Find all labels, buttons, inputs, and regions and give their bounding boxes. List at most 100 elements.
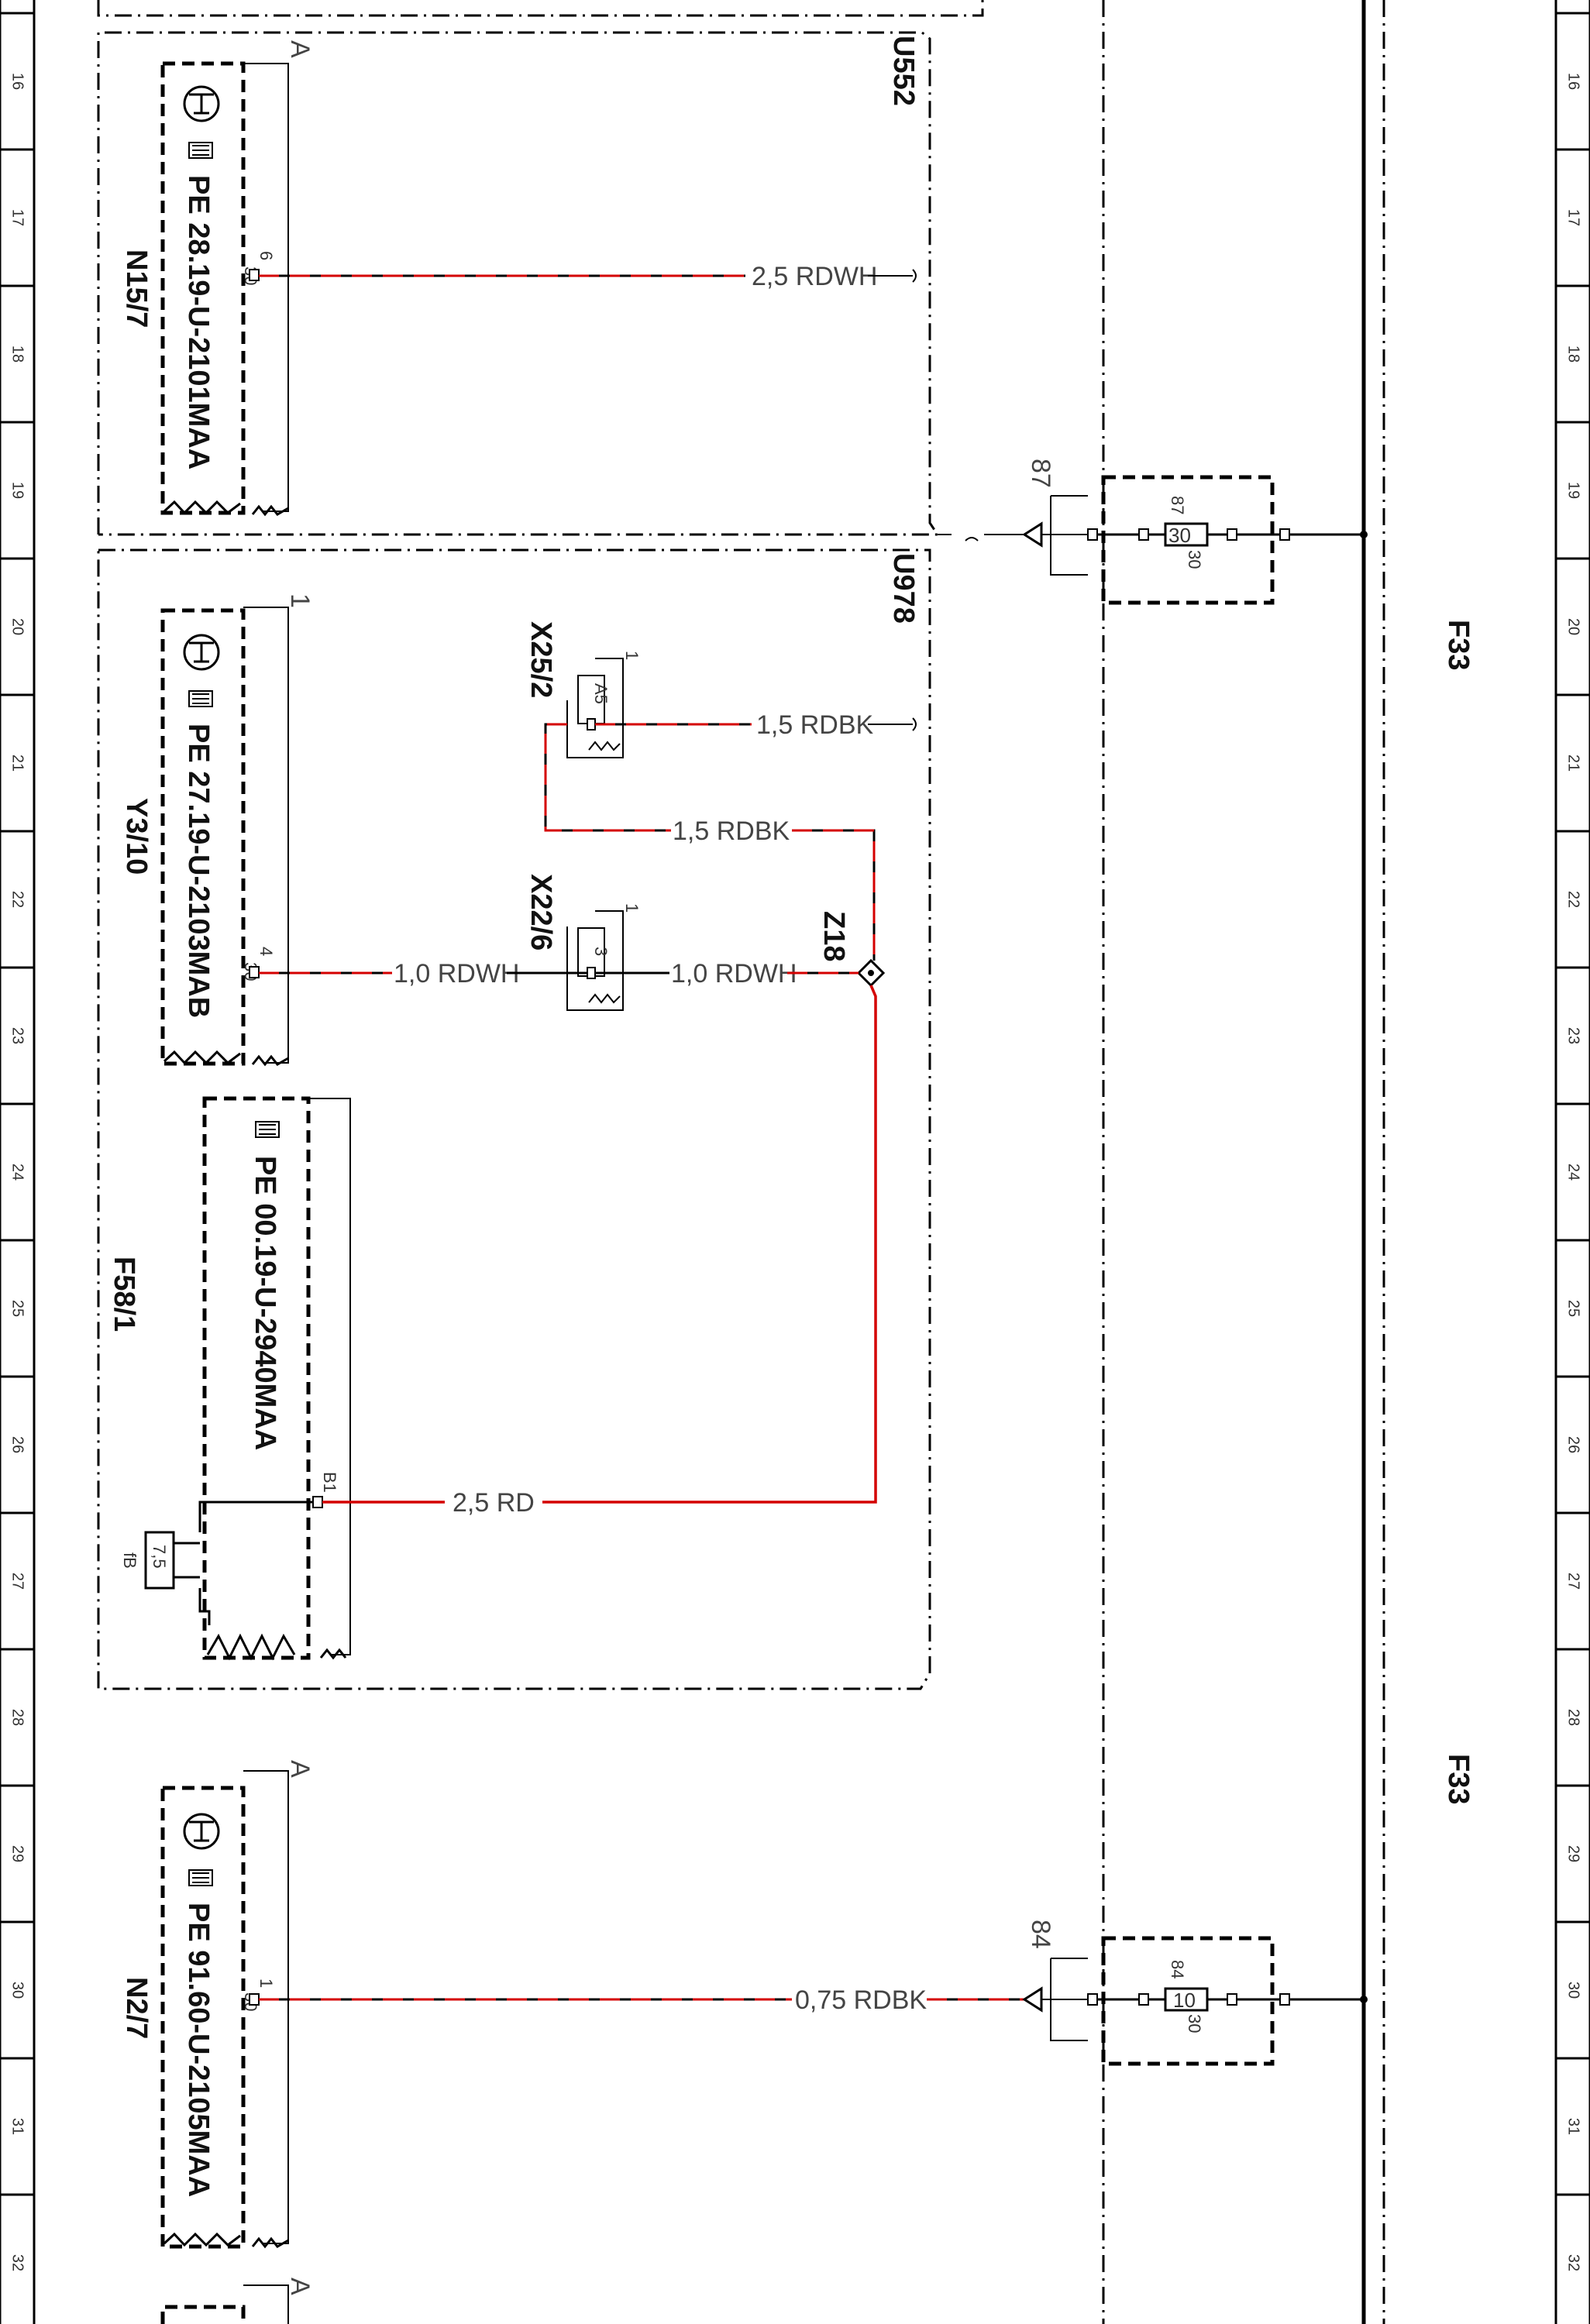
next-component-remnant: A [160, 2278, 315, 2324]
wire-label: 1,0 RDWH [671, 959, 797, 988]
ground-arrow-icon [1022, 1986, 1043, 2013]
ruler-label-left: 21 [9, 755, 26, 772]
transistor-icon [183, 85, 220, 122]
wire-label: 1,5 RDBK [673, 816, 790, 846]
ruler-label-left: 26 [9, 1436, 26, 1453]
component-f58-1-box [202, 1096, 311, 1660]
fuse-f58-1 [144, 1531, 175, 1590]
wire-1-5-rdbk-a: 1,5 RDBK [595, 710, 917, 740]
reference-pointer-icon [188, 690, 213, 707]
connector-pin [249, 269, 260, 281]
wires: 2,5 RDWH 1,5 RDBK 1,5 RDBK 1,0 RDWH [259, 262, 1024, 2015]
connector-x22-6: X22/6 3 1 [525, 874, 642, 1011]
component-y3-10: PE 27.19-U-2103MAB Y3/10 1 4 30 [120, 593, 315, 1067]
connector-pin [312, 1496, 323, 1508]
wire-1-0-rdwh-b: 1,0 RDWH [595, 959, 859, 988]
fuse-box-f33-label: F33 [1442, 620, 1475, 670]
splice-z18: Z18 [817, 911, 886, 988]
fuse-87-pin: 87 [1026, 459, 1055, 488]
ruler-label-left: 20 [9, 618, 26, 635]
connector-pin [249, 966, 260, 978]
svg-text:A: A [285, 2278, 315, 2295]
component-n2-7-pin: 1 [256, 1978, 276, 1988]
ruler-label-left: 16 [9, 73, 26, 90]
component-n2-7-box [160, 1786, 246, 2249]
ruler-ticks [0, 12, 1590, 2196]
connector-x25-2: X25/2 A5 1 [525, 621, 642, 758]
ruler-label-left: 27 [9, 1573, 26, 1590]
ruler-label-right: 17 [1565, 209, 1582, 226]
ruler-label-right: 19 [1565, 482, 1582, 499]
ruler-label-left: 17 [9, 209, 26, 226]
component-y3-10-ref: PE 27.19-U-2103MAB [182, 724, 215, 1018]
block-u552: U552 [97, 31, 940, 536]
connector-x25-2-corner: 1 [622, 651, 642, 660]
block-u978: U978 [97, 548, 931, 1690]
component-n2-7-label: N2/7 [120, 1977, 153, 2039]
connector-x22-6-pin: 3 [591, 947, 611, 956]
wire-2-5-rd: 2,5 RD [322, 985, 877, 1518]
previous-block-border [97, 0, 984, 17]
fuse-84-value: 10 [1173, 1989, 1196, 2012]
ruler-label-right: 28 [1565, 1709, 1582, 1726]
transistor-icon [183, 634, 220, 671]
ruler-label-left: 32 [9, 2254, 26, 2271]
wire-1-0-rdwh-a: 1,0 RDWH [259, 959, 587, 988]
component-f58-1-fuse-value: 7,5 [150, 1545, 169, 1569]
component-y3-10-pin: 4 [256, 947, 276, 956]
ruler-label-left: 25 [9, 1300, 26, 1317]
component-n15-7-corner: A [285, 40, 315, 58]
connector-pin [249, 1993, 260, 2006]
ruler-label-right: 22 [1565, 891, 1582, 908]
component-y3-10-label: Y3/10 [120, 798, 153, 875]
component-n2-7: PE 91.60-U-2105MAA N2/7 A 1 30 [120, 1760, 315, 2249]
ruler-label-left: 24 [9, 1164, 26, 1181]
ruler-label-left: 31 [9, 2118, 26, 2135]
fuse-84-out: 30 [1185, 2014, 1204, 2033]
component-n2-7-corner: A [285, 1760, 315, 1778]
wire-label: 2,5 RD [453, 1488, 535, 1518]
ruler-right [1554, 0, 1590, 2324]
fuse-84-housing [1101, 1936, 1275, 2066]
ruler-label-left: 22 [9, 891, 26, 908]
wire-label: 1,5 RDBK [756, 710, 873, 740]
component-f58-1: PE 00.19-U-2940MAA F58/1 B1 7,5 fB [108, 1096, 351, 1661]
wire-label: 0,75 RDBK [795, 1985, 927, 2015]
connector-x22-6-corner: 1 [622, 903, 642, 913]
component-n15-7-ref: PE 28.19-U-2101MAA [182, 175, 215, 469]
ruler-label-right: 20 [1565, 618, 1582, 635]
ruler-label-left: 29 [9, 1845, 26, 1862]
ruler-label-right: 26 [1565, 1436, 1582, 1453]
wire-1-5-rdbk-b: 1,5 RDBK [544, 723, 876, 961]
fuse-87-out: 30 [1185, 550, 1204, 569]
ruler-label-left: 19 [9, 482, 26, 499]
ruler-label-right: 21 [1565, 755, 1582, 772]
ruler-label-right: 31 [1565, 2118, 1582, 2135]
transistor-icon [183, 1813, 220, 1850]
component-f58-1-ref: PE 00.19-U-2940MAA [249, 1156, 281, 1450]
reference-pointer-icon [188, 1869, 213, 1886]
ruler-label-left: 23 [9, 1027, 26, 1044]
block-u552-label: U552 [887, 36, 920, 106]
ruler-label-right: 18 [1565, 346, 1582, 363]
fuse-87: 87 30 87 30 [1022, 459, 1368, 605]
ruler-label-right: 25 [1565, 1300, 1582, 1317]
wire-2-5-rdwh: 2,5 RDWH [259, 262, 917, 291]
component-y3-10-corner: 1 [285, 593, 315, 608]
fuse-84: 84 10 84 30 [1022, 1920, 1368, 2066]
ruler-label-right: 30 [1565, 1982, 1582, 1999]
block-u552-border [97, 31, 940, 536]
component-n15-7-pin: 6 [256, 251, 276, 260]
connector-x25-2-label: X25/2 [525, 621, 557, 698]
component-n15-7: PE 28.19-U-2101MAA N15/7 A 6 30 [120, 40, 315, 517]
splice-z18-label: Z18 [817, 911, 850, 961]
ruler-label-left: 28 [9, 1709, 26, 1726]
component-n15-7-box [160, 61, 246, 515]
ruler-label-right: 32 [1565, 2254, 1582, 2271]
ground-arrow-icon [1022, 521, 1043, 548]
ruler-label-right: 24 [1565, 1164, 1582, 1181]
wire-0-75-rdbk: 0,75 RDBK [259, 1985, 1024, 2015]
fuse-87-value: 30 [1168, 524, 1191, 547]
component-n15-7-label: N15/7 [120, 249, 153, 328]
